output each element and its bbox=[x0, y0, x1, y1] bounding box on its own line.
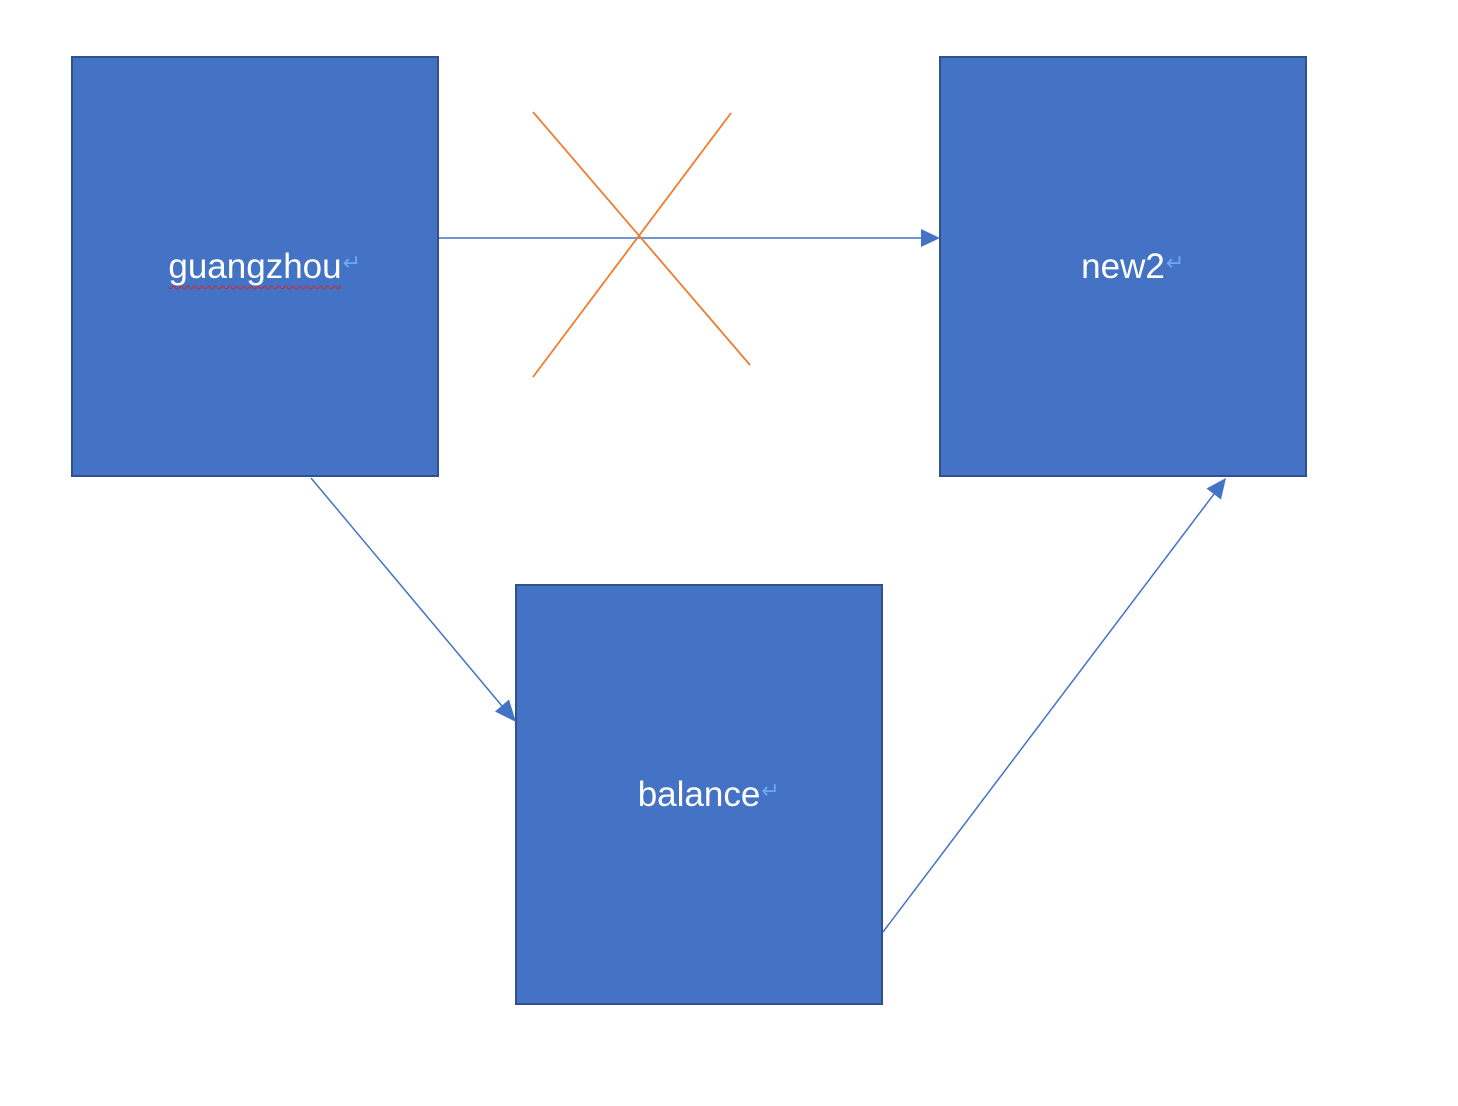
paragraph-mark-icon: ↵ bbox=[342, 251, 362, 276]
paragraph-mark-icon: ↵ bbox=[761, 779, 780, 804]
arrow-guangzhou-to-balance-line bbox=[310, 477, 503, 707]
node-new2-label-row: new2 ↵ bbox=[941, 247, 1305, 287]
node-new2-label-wrap: new2 ↵ bbox=[1081, 247, 1184, 294]
arrow-balance-to-new2-head bbox=[1206, 478, 1226, 500]
cross-out-icon bbox=[532, 111, 751, 378]
node-guangzhou: guangzhou ↵ bbox=[71, 56, 439, 477]
arrow-balance-to-new2-line bbox=[882, 493, 1215, 933]
cross-out-stroke-2 bbox=[532, 112, 732, 378]
node-new2: new2 ↵ bbox=[939, 56, 1307, 477]
arrow-balance-to-new2 bbox=[882, 478, 1226, 933]
node-guangzhou-label-row: guangzhou ↵ bbox=[73, 247, 437, 287]
node-balance-label: balance bbox=[637, 775, 761, 814]
node-new2-label: new2 bbox=[1081, 247, 1165, 286]
arrow-guangzhou-to-new2-head bbox=[921, 229, 940, 247]
node-balance: balance ↵ bbox=[515, 584, 883, 1005]
arrow-guangzhou-to-balance-head bbox=[495, 699, 516, 722]
node-balance-label-wrap: balance ↵ bbox=[637, 775, 780, 822]
paragraph-mark-icon: ↵ bbox=[1165, 251, 1185, 276]
cross-out-stroke-1 bbox=[532, 111, 751, 366]
arrow-guangzhou-to-balance bbox=[310, 477, 516, 722]
node-balance-label-row: balance ↵ bbox=[517, 775, 881, 815]
node-guangzhou-label: guangzhou bbox=[168, 247, 342, 286]
node-guangzhou-label-wrap: guangzhou ↵ bbox=[168, 247, 361, 294]
arrow-guangzhou-to-new2 bbox=[439, 229, 940, 247]
